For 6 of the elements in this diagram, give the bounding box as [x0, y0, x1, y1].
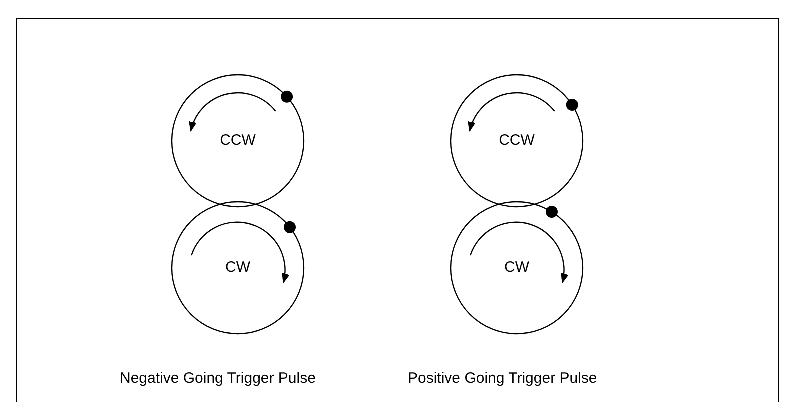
- rotation-label: CW: [504, 259, 530, 276]
- caption: Positive Going Trigger Pulse: [408, 370, 598, 387]
- rotation-label: CW: [224, 259, 252, 276]
- caption: Negative Going Trigger Pulse: [120, 370, 316, 387]
- rotation-label: CCW: [219, 132, 257, 149]
- rotation-label: CCW: [498, 132, 536, 149]
